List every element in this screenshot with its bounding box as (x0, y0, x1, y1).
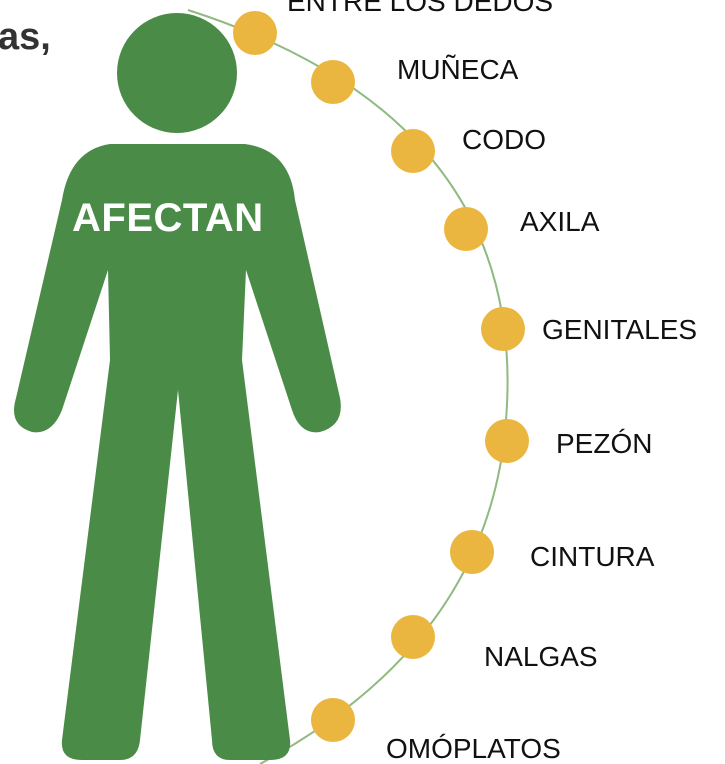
human-figure (14, 13, 341, 760)
label-omoplatos: OMÓPLATOS (386, 733, 561, 764)
dot-omoplatos (311, 698, 355, 742)
figure-torso (14, 144, 341, 760)
dot-genitales (481, 307, 525, 351)
dot-axila (444, 207, 488, 251)
partial-heading-text: as, (0, 16, 51, 58)
label-pezon: PEZÓN (556, 428, 653, 459)
label-axila: AXILA (520, 206, 600, 237)
dot-cintura (450, 530, 494, 574)
dot-pezon (485, 419, 529, 463)
figure-label: AFECTAN (72, 196, 264, 240)
dot-nalgas (391, 615, 435, 659)
dot-muneca (311, 60, 355, 104)
connector-arc (187, 9, 509, 764)
dot-codo (391, 129, 435, 173)
dot-entre-los-dedos (233, 11, 277, 55)
label-nalgas: NALGAS (484, 641, 598, 672)
label-genitales: GENITALES (542, 314, 698, 345)
label-entre-los-dedos: ENTRE LOS DEDOS (287, 0, 554, 17)
figure-head (117, 13, 237, 133)
label-codo: CODO (462, 124, 546, 155)
label-cintura: CINTURA (530, 541, 655, 572)
label-muneca: MUÑECA (397, 54, 519, 85)
dots-group (233, 11, 529, 742)
